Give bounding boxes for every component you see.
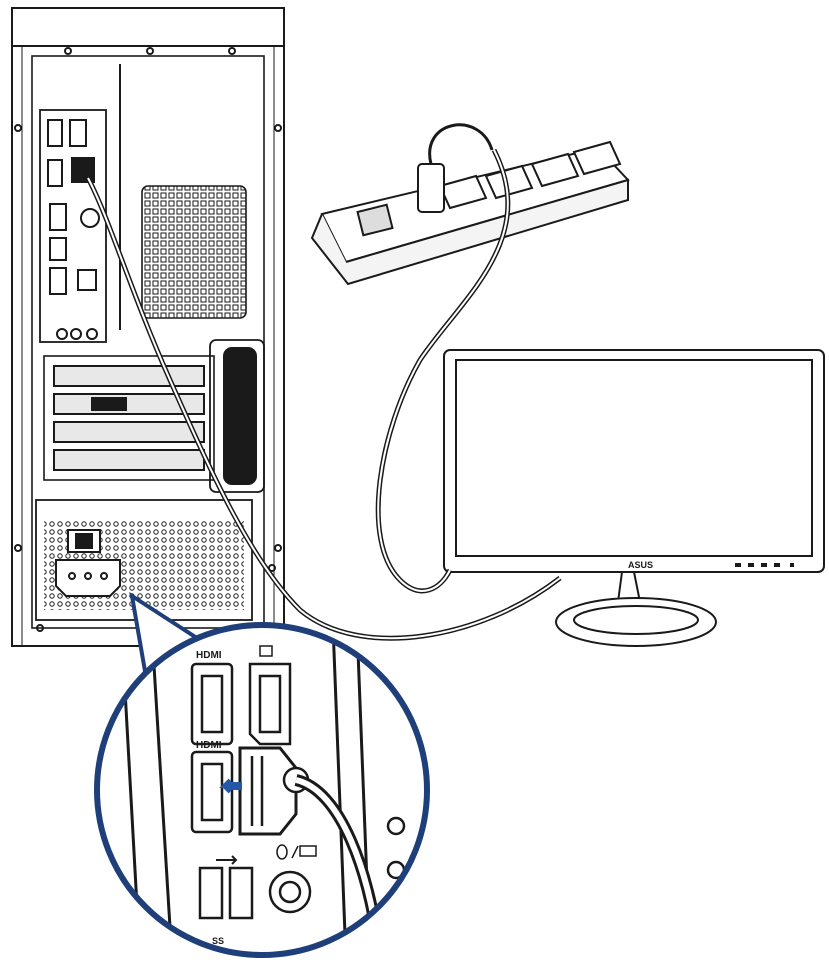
ps2-keyboard-mouse-icon [276,844,317,860]
case-vent [141,185,247,319]
hdmi-label-top: HDMI [196,650,222,661]
power-strip [310,123,630,286]
displayport-icon [259,645,273,657]
usb-ss-label: SS [212,936,224,946]
usb-port-2 [228,866,254,920]
zoom-callout: HDMI HDMI SS [94,591,430,958]
hdmi-plug-small [71,157,95,183]
usb-icon [216,855,238,865]
hdmi-label-bottom: HDMI [196,740,222,751]
io-shield [39,109,107,343]
power-plug [417,163,445,213]
pc-tower [11,7,285,647]
hdmi-plug [238,746,298,836]
usb-port-1 [198,866,224,920]
monitor: ASUS [443,349,825,647]
zoom-circle [94,622,430,958]
monitor-brand: ASUS [628,560,653,570]
cables [85,148,562,641]
